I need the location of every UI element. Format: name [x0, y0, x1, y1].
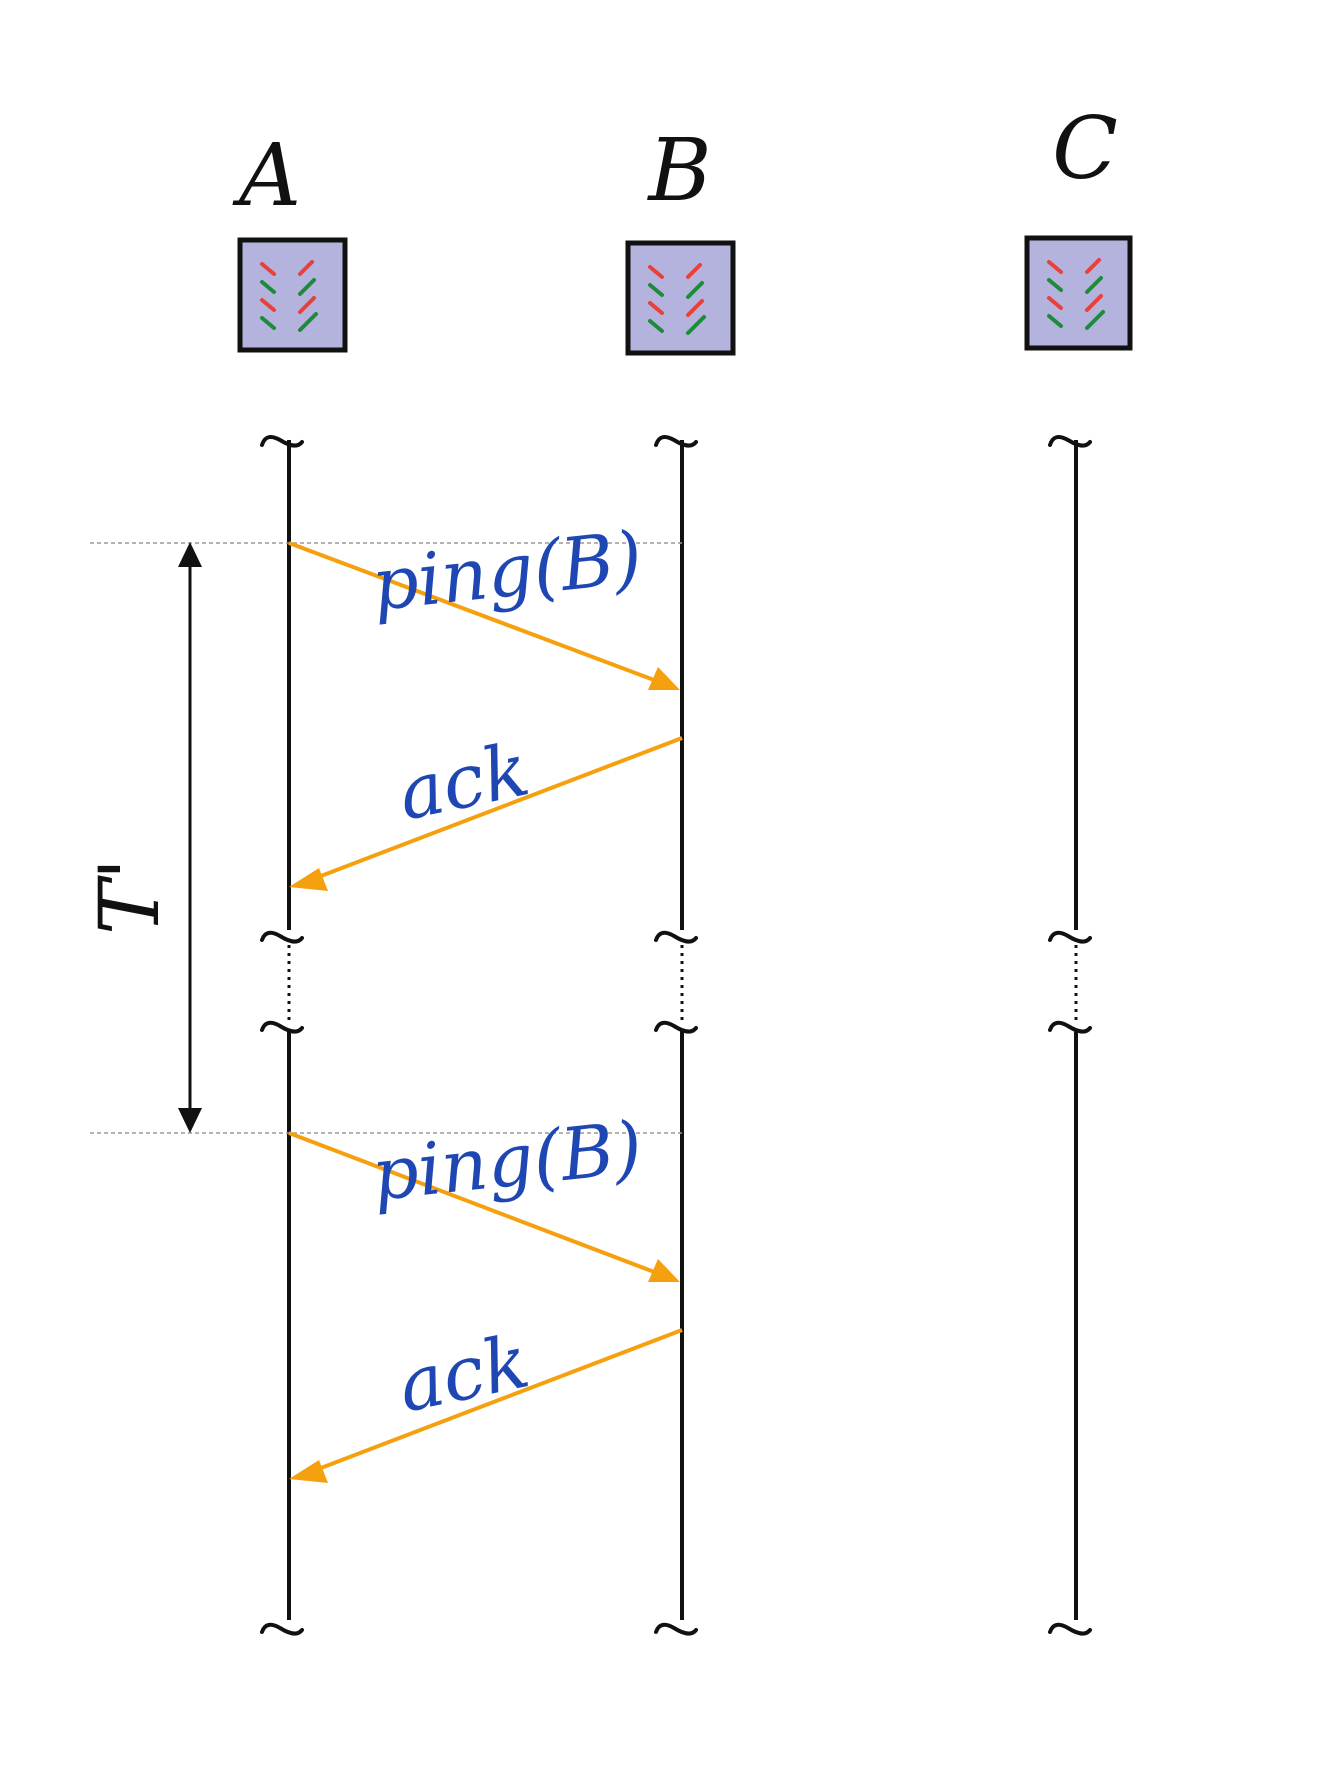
- node-label-a: A: [232, 126, 301, 226]
- interval-double-arrow: [178, 542, 202, 1133]
- node-label-b: B: [646, 121, 711, 221]
- red-tick-mark: [686, 263, 702, 279]
- node-label-c: C: [1052, 99, 1118, 199]
- message-arrow-ack-1: [289, 736, 683, 891]
- red-tick-mark: [298, 296, 316, 314]
- red-tick-mark: [1085, 294, 1103, 312]
- message-arrow-ping-1: [288, 541, 680, 690]
- red-tick-mark: [260, 298, 276, 312]
- green-tick-mark: [1047, 278, 1063, 292]
- green-tick-mark: [1085, 310, 1105, 330]
- green-tick-mark: [648, 283, 664, 297]
- green-tick-mark: [260, 280, 276, 294]
- node-c-server-icon: [1024, 235, 1133, 351]
- message-label-ack-1: ack: [391, 726, 536, 837]
- red-tick-mark: [648, 301, 664, 315]
- red-tick-mark: [1085, 258, 1101, 274]
- lifeline-b: [654, 434, 698, 1636]
- message-label-ack-2: ack: [391, 1318, 536, 1429]
- interval-label: T': [83, 858, 178, 935]
- node-b-server-icon: [625, 240, 736, 356]
- green-tick-mark: [260, 316, 276, 330]
- green-tick-mark: [298, 278, 316, 296]
- green-tick-mark: [648, 319, 664, 333]
- node-a-server-icon: [237, 237, 348, 353]
- green-tick-mark: [1047, 314, 1063, 328]
- message-label-ping-2: ping(B): [368, 1105, 646, 1217]
- message-arrow-ack-2: [289, 1328, 683, 1483]
- green-tick-mark: [686, 281, 704, 299]
- green-tick-mark: [686, 315, 706, 335]
- green-tick-mark: [298, 312, 318, 332]
- lifeline-c: [1048, 434, 1092, 1636]
- green-tick-mark: [1085, 276, 1103, 294]
- red-tick-mark: [1047, 296, 1063, 310]
- message-label-ping-1: ping(B): [368, 515, 646, 627]
- red-tick-mark: [1047, 260, 1063, 274]
- message-arrow-ping-2: [288, 1131, 680, 1282]
- lifeline-a: [260, 434, 304, 1636]
- red-tick-mark: [298, 260, 314, 276]
- red-tick-mark: [686, 299, 704, 317]
- red-tick-mark: [260, 262, 276, 276]
- red-tick-mark: [648, 265, 664, 279]
